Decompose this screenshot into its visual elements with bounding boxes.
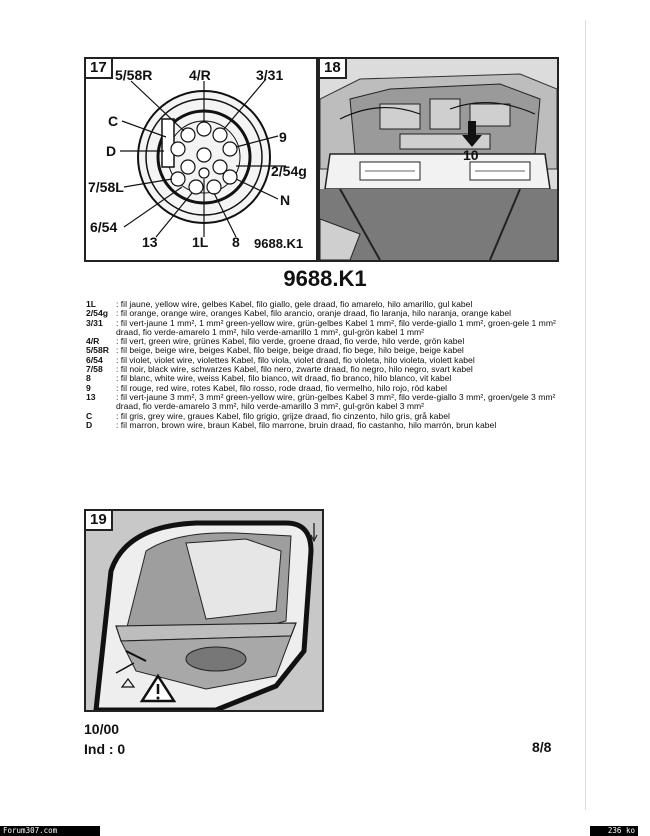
boot-illustration [86, 511, 322, 710]
wire-code: C [86, 410, 93, 421]
wire-code: 13 [86, 391, 96, 402]
connector-diagram [120, 78, 286, 238]
pin-label-13: 13 [142, 234, 158, 250]
wire-description: : fil vert-jaune 3 mm², 3 mm² green-yell… [116, 391, 556, 412]
legend-row: 9 : fil rouge, red wire, rotes Kabel, fil… [86, 382, 556, 393]
wire-color-legend: 1L : fil jaune, yellow wire, gelbes Kabel… [86, 299, 556, 430]
figure-number: 17 [86, 59, 113, 79]
wire-code: 5/58R [86, 345, 109, 356]
legend-row: 6/54 : fil violet, violet wire, violettes… [86, 354, 556, 365]
page-edge-line [585, 20, 586, 810]
wire-code: 3/31 [86, 317, 103, 328]
pin-label-2-54g: 2/54g [271, 163, 307, 179]
wire-code: 1L [86, 299, 97, 309]
wire-code: 8 [86, 373, 91, 384]
wire-description: : fil beige, beige wire, beiges Kabel, f… [116, 345, 464, 356]
wire-code: D [86, 419, 93, 430]
pin-label-8: 8 [232, 234, 240, 250]
legend-row: 5/58R : fil beige, beige wire, beiges Kab… [86, 345, 556, 356]
legend-row: 3/31 : fil vert-jaune 1 mm², 1 mm² green-… [86, 317, 556, 338]
pin-label-c: C [108, 113, 119, 129]
wire-description: : fil rouge, red wire, rotes Kabel, filo… [116, 382, 448, 393]
legend-row: 7/58 : fil noir, black wire, schwarzes Ka… [86, 364, 556, 375]
wire-code: 6/54 [86, 354, 103, 365]
wire-code: 7/58 [86, 364, 103, 375]
legend-row: 13 : fil vert-jaune 3 mm², 3 mm² green-ye… [86, 391, 556, 412]
wire-description: : fil vert, green wire, grünes Kabel, fi… [116, 336, 465, 347]
legend-row: 1L : fil jaune, yellow wire, gelbes Kabel… [86, 299, 556, 309]
wire-code: 9 [86, 382, 91, 393]
figure-19-photo: 19 [84, 509, 324, 712]
connector-reference: 9688.K1 [254, 236, 304, 251]
pin-label-3-31: 3/31 [256, 67, 284, 83]
callout-number: 10 [463, 147, 479, 163]
source-bar [0, 826, 650, 836]
footer-date: 10/00 [84, 721, 120, 737]
figure-18-photo: 18 10 [318, 57, 559, 262]
legend-row: 4/R : fil vert, green wire, grünes Kabel,… [86, 336, 556, 347]
pin-label-4-r: 4/R [189, 67, 211, 83]
wire-description: : fil jaune, yellow wire, gelbes Kabel, … [116, 299, 473, 309]
page-title: 9688.K1 [283, 266, 367, 291]
page-number: 8/8 [532, 739, 552, 755]
pin-label-9: 9 [279, 129, 287, 145]
pin-label-5-58r: 5/58R [115, 67, 153, 83]
wire-description: : fil orange, orange wire, oranges Kabel… [116, 308, 512, 319]
file-size-label: 236 ko [590, 826, 638, 836]
wire-description: : fil gris, grey wire, graues Kabel, fil… [116, 410, 450, 421]
legend-row: 2/54g : fil orange, orange wire, oranges … [86, 308, 556, 319]
pin-label-n: N [280, 192, 291, 208]
figure-number: 18 [320, 59, 347, 79]
wire-description: : fil noir, black wire, schwarzes Kabel,… [116, 364, 473, 375]
legend-row: 8 : fil blanc, white wire, weiss Kabel, f… [86, 373, 556, 384]
legend-row: C : fil gris, grey wire, graues Kabel, fi… [86, 410, 556, 421]
vehicle-interior-illustration [320, 59, 557, 260]
wire-code: 4/R [86, 336, 100, 347]
figure-17-connector: 17 [84, 57, 318, 262]
wire-description: : fil blanc, white wire, weiss Kabel, fi… [116, 373, 452, 384]
pin-label-6-54: 6/54 [90, 219, 118, 235]
pin-label-1l: 1L [192, 234, 209, 250]
source-watermark: Forum307.com [0, 826, 100, 836]
wire-description: : fil vert-jaune 1 mm², 1 mm² green-yell… [116, 317, 556, 337]
figure-number: 19 [86, 511, 113, 531]
pin-label-d: D [106, 143, 117, 159]
wire-description: : fil marron, brown wire, braun Kabel, f… [116, 419, 497, 430]
footer-index: Ind : 0 [84, 741, 126, 757]
pin-label-7-58l: 7/58L [88, 179, 124, 195]
wire-description: : fil violet, violet wire, violettes Kab… [116, 354, 475, 365]
wire-code: 2/54g [86, 308, 108, 319]
legend-row: D : fil marron, brown wire, braun Kabel, … [86, 419, 556, 430]
